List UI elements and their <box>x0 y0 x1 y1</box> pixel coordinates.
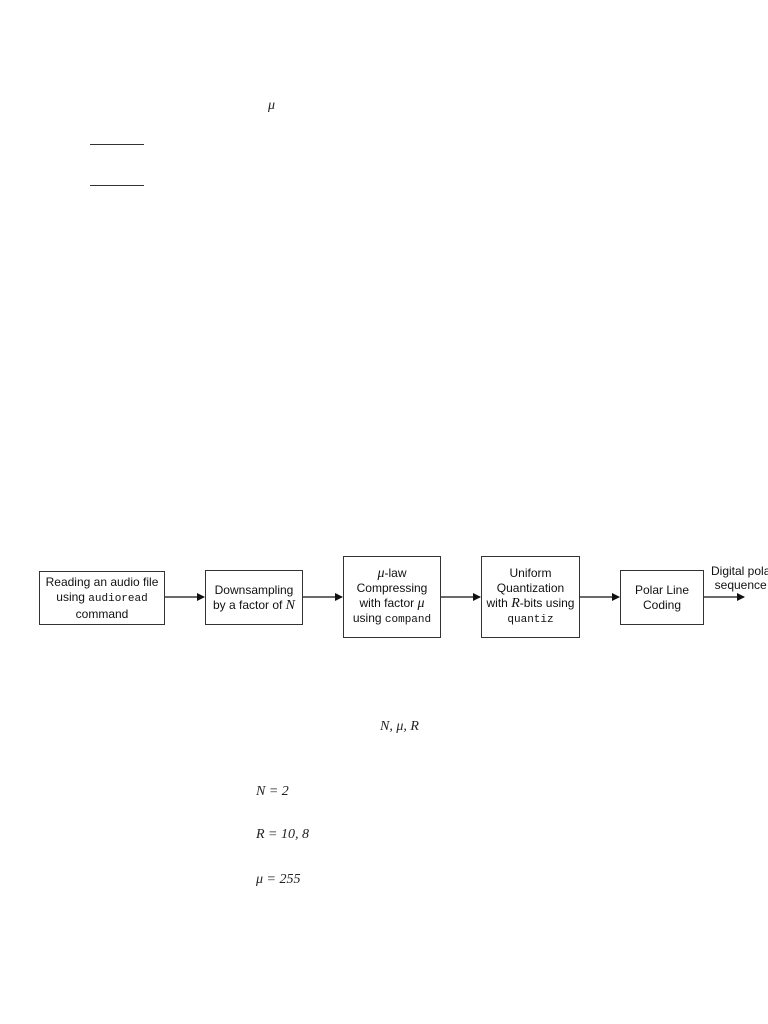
block-text: with <box>486 596 512 610</box>
output-label-line-2: sequence <box>714 578 767 592</box>
block-text-line: Coding <box>643 598 681 613</box>
block-text-line: Reading an audio file <box>46 575 159 590</box>
math-symbol: μ <box>417 596 425 611</box>
block-text-line: Quantization <box>497 581 564 596</box>
block-text-line: with R-bits using <box>487 596 575 611</box>
block-text-line: Polar Line <box>635 583 689 598</box>
math-symbol: μ <box>377 566 385 581</box>
block-text-line: Downsampling <box>215 583 294 598</box>
block-text: using <box>352 611 385 625</box>
mu-symbol: μ <box>268 98 276 113</box>
output-label: Digital pola sequence <box>711 564 768 592</box>
parameter-r: R = 10, 8 <box>256 827 309 842</box>
block-text: command <box>75 606 129 621</box>
block-text: Polar Line <box>634 582 690 597</box>
block-text: -bits using <box>519 596 575 610</box>
parameter-list: N, μ, R <box>380 719 419 734</box>
block-text-line: with factor μ <box>359 596 424 611</box>
block-text: Compressing <box>356 581 428 595</box>
block-text-line: μ-law <box>377 566 406 581</box>
block-text: with factor <box>359 596 418 610</box>
block-text: Quantization <box>496 581 565 595</box>
diagram-arrows <box>165 593 745 601</box>
output-label-line-1: Digital pola <box>711 564 768 578</box>
math-symbol: N <box>285 597 296 613</box>
command-name: audioread <box>88 592 148 605</box>
block-text-line: Compressing <box>357 581 428 596</box>
math-symbol: R <box>511 596 520 611</box>
command-name: quantiz <box>507 614 554 626</box>
block-text: Coding <box>642 597 682 612</box>
block-text: Downsampling <box>214 582 294 597</box>
parameter-mu: μ = 255 <box>256 872 301 887</box>
block-text-line: using compand <box>353 611 431 628</box>
block-text-line: command <box>76 607 129 622</box>
block-text: by a factor of <box>212 597 286 612</box>
command-name: compand <box>384 614 432 626</box>
fraction-rule-top <box>90 144 144 145</box>
block-text: -law <box>384 566 407 580</box>
block-text: using <box>56 589 89 604</box>
block-text-line: by a factor of N <box>213 598 295 613</box>
block-text: Uniform <box>509 566 552 580</box>
block-text-line: Uniform <box>509 566 551 581</box>
block-text-line: using audioread <box>56 590 147 607</box>
parameter-n: N = 2 <box>256 784 289 799</box>
fraction-rule-bottom <box>90 185 144 186</box>
block-text: Reading an audio file <box>45 574 159 589</box>
block-text-line: quantiz <box>507 611 553 628</box>
